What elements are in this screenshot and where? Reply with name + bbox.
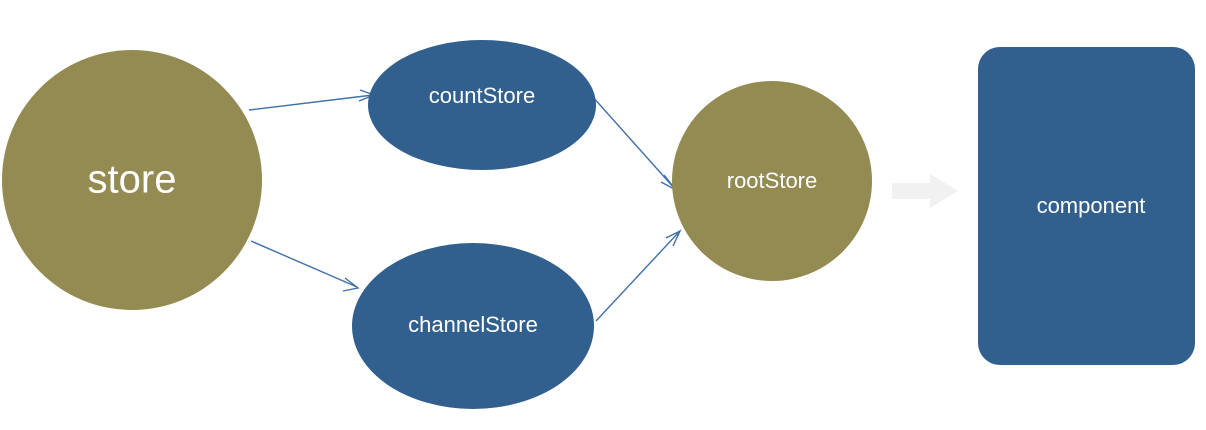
node-countStore-shape[interactable] [368, 40, 596, 170]
node-component[interactable]: component [978, 47, 1195, 365]
node-component-label: component [1037, 193, 1146, 218]
node-rootStore[interactable]: rootStore [672, 81, 872, 281]
node-rootStore-shape[interactable] [672, 81, 872, 281]
node-store[interactable]: store [2, 50, 262, 310]
block-arrow-icon [892, 174, 958, 208]
edge-channelStore-to-rootStore-line [595, 231, 680, 322]
node-component-shape[interactable] [978, 47, 1195, 365]
node-countStore-label: countStore [429, 83, 535, 108]
edge-store-to-countStore-line [248, 94, 374, 111]
edge-channelStore-to-rootStore [595, 229, 682, 322]
edge-countStore-to-rootStore [591, 95, 677, 191]
node-channelStore-shape[interactable] [352, 243, 594, 409]
edge-countStore-to-rootStore-line [591, 95, 676, 190]
node-store-label: store [88, 158, 177, 202]
node-store-shape[interactable] [2, 50, 262, 310]
edge-store-to-channelStore-line [250, 240, 358, 288]
nodes-layer: store countStore channelStore rootStore … [2, 40, 1195, 409]
node-rootStore-label: rootStore [727, 168, 818, 193]
edge-store-to-countStore [248, 89, 376, 111]
edge-channelStore-to-rootStore-arrowhead [665, 229, 682, 247]
edge-store-to-channelStore-arrowhead [342, 277, 360, 292]
edge-store-to-channelStore [250, 240, 360, 292]
node-countStore[interactable]: countStore [368, 40, 596, 170]
node-channelStore-label: channelStore [408, 312, 538, 337]
edge-rootStore-to-component [892, 174, 958, 208]
node-channelStore[interactable]: channelStore [352, 243, 594, 409]
edges-layer [248, 89, 958, 322]
